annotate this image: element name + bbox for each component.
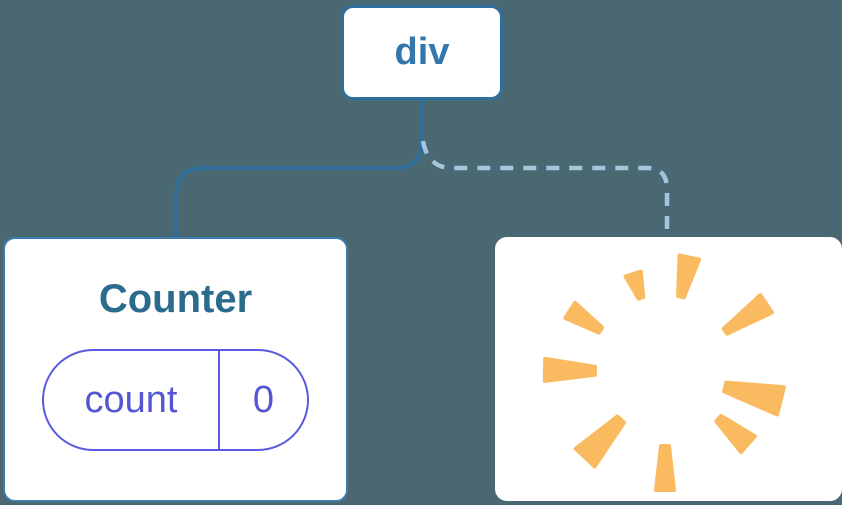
poof-ray xyxy=(722,380,786,417)
state-badge: count 0 xyxy=(42,349,309,451)
poof-ray xyxy=(542,356,598,383)
poof-ray xyxy=(654,444,676,492)
poof-ray xyxy=(676,253,702,300)
tree-node-div: div xyxy=(341,5,503,100)
poof-ray xyxy=(563,300,605,335)
tree-node-div-label: div xyxy=(394,31,450,73)
poof-ray xyxy=(623,269,646,301)
poof-ray xyxy=(573,414,626,469)
poof-ray xyxy=(721,293,774,336)
state-name: count xyxy=(84,378,178,421)
state-value: 0 xyxy=(218,351,307,449)
tree-node-removed xyxy=(495,237,842,501)
tree-node-counter: Counter count 0 xyxy=(3,237,348,502)
counter-title: Counter xyxy=(98,277,253,321)
poof-ray xyxy=(714,413,757,455)
edge-solid-to-counter xyxy=(174,100,424,237)
poof-icon xyxy=(542,253,786,492)
edge-dashed-to-removed xyxy=(420,140,670,237)
